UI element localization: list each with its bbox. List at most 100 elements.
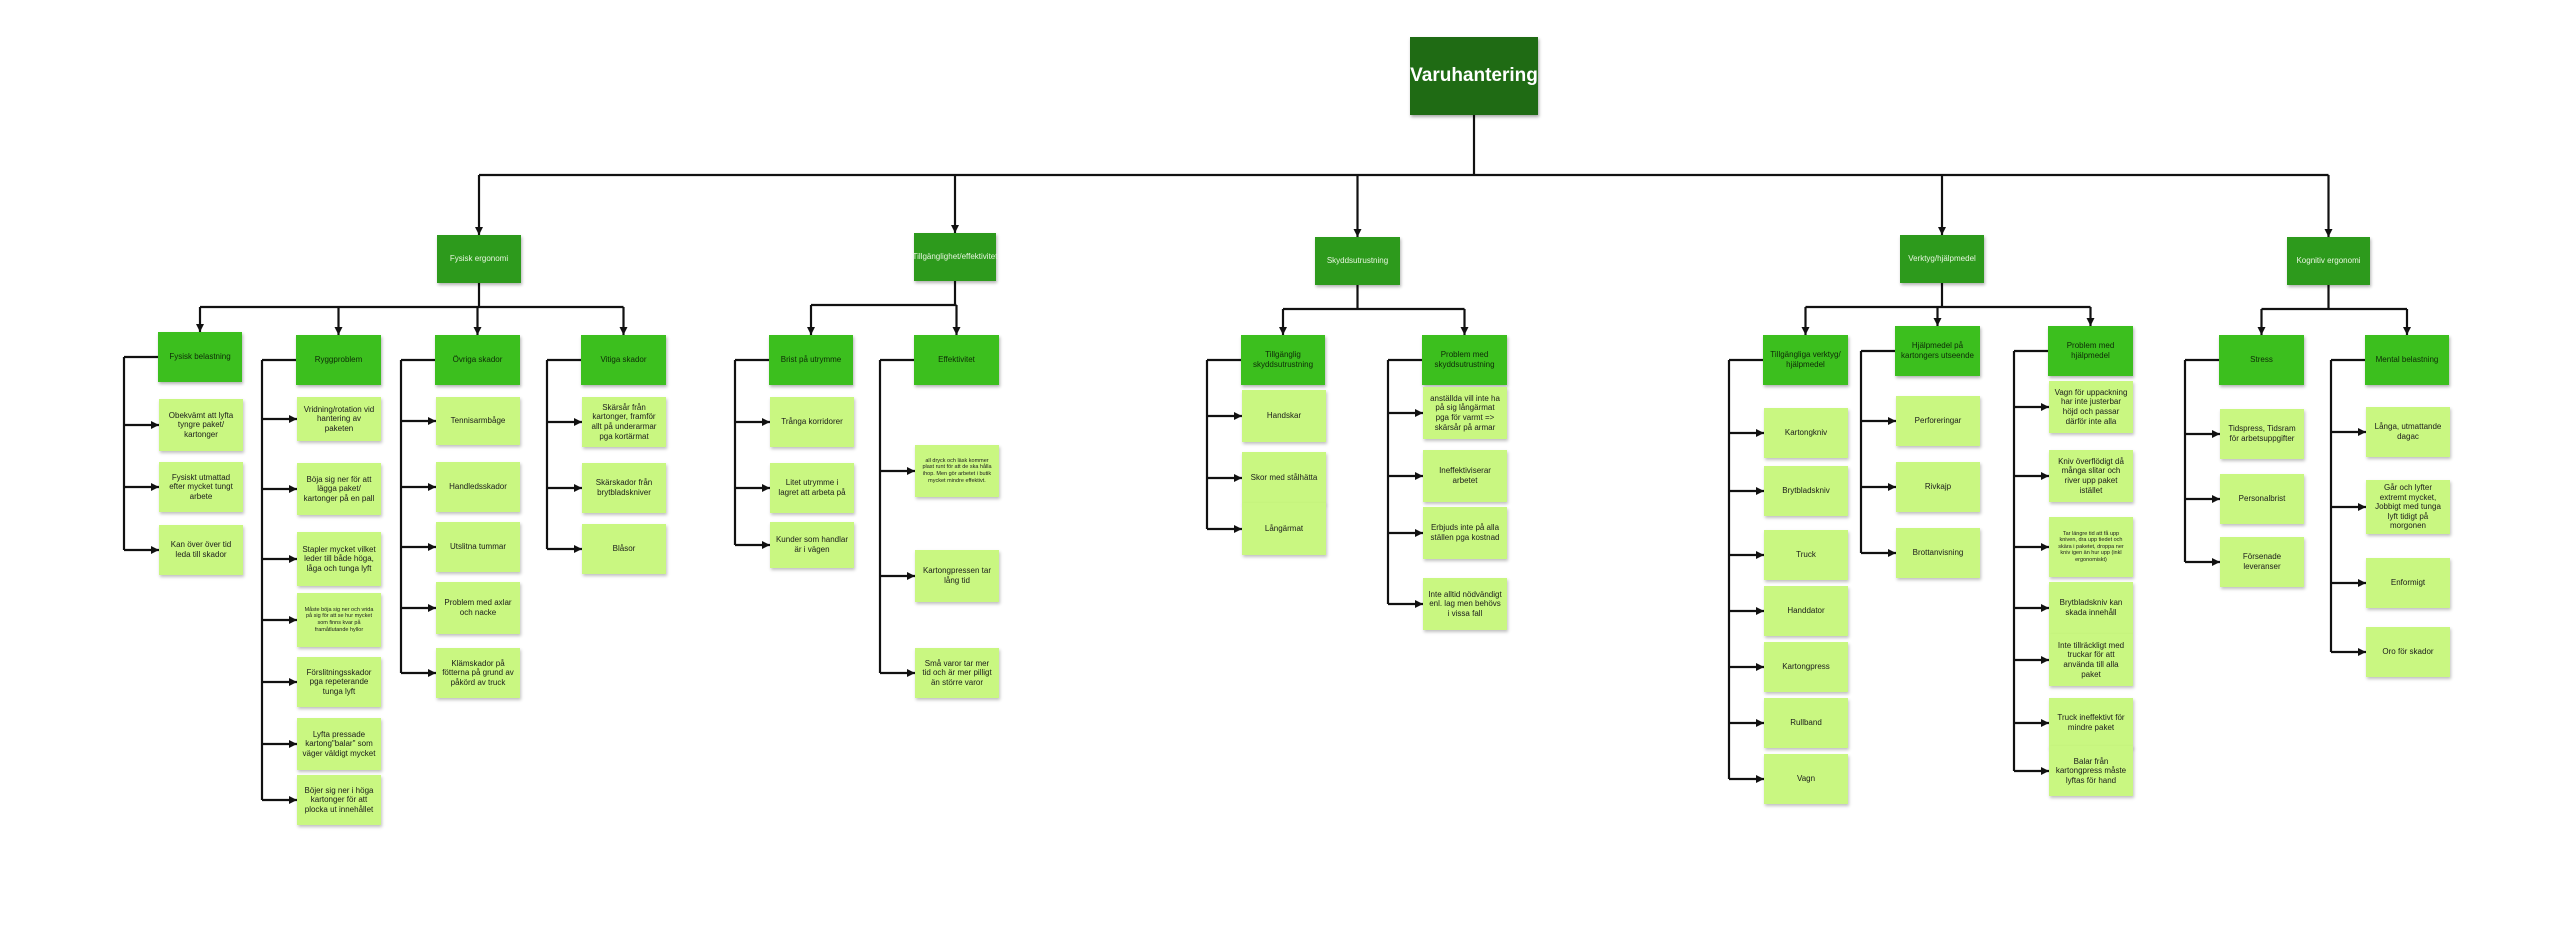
group-ryggproblem: Ryggproblem bbox=[296, 335, 381, 385]
item-tillgangliga-verktyg-hjalpmedel-6: Rullband bbox=[1764, 698, 1848, 748]
item-mental-belastning-2: Går och lyfter extremt mycket, Jobbigt m… bbox=[2366, 480, 2450, 534]
item-brist-pa-utrymme-3: Kunder som handlar är i vägen bbox=[770, 522, 854, 568]
arrow-head bbox=[574, 484, 582, 492]
item-ovriga-skador-4: Problem med axlar och nacke bbox=[436, 582, 520, 634]
group-stress: Stress bbox=[2219, 335, 2304, 385]
group-brist-pa-utrymme: Brist på utrymme bbox=[769, 335, 853, 385]
arrow-head bbox=[762, 418, 770, 426]
group-ovriga-skador: Övriga skador bbox=[435, 335, 520, 385]
item-problem-med-skyddsutrustning-4: Inte alltid nödvändigt enl. lag men behö… bbox=[1423, 578, 1507, 630]
arrow-head bbox=[2358, 503, 2366, 511]
arrow-head bbox=[1756, 551, 1764, 559]
category-fysisk-ergonomi: Fysisk ergonomi bbox=[437, 235, 521, 283]
arrow-head bbox=[1938, 227, 1946, 235]
arrow-head bbox=[473, 327, 482, 335]
item-mental-belastning-4: Oro för skador bbox=[2366, 627, 2450, 677]
arrow-head bbox=[334, 327, 343, 335]
arrow-head bbox=[428, 483, 436, 491]
arrow-head bbox=[289, 740, 297, 748]
item-tillgangliga-verktyg-hjalpmedel-1: Kartongkniv bbox=[1764, 408, 1848, 458]
item-problem-med-hjalpmedel-1: Vagn för uppackning har inte justerbar h… bbox=[2049, 381, 2133, 433]
arrow-head bbox=[907, 669, 915, 677]
arrow-head bbox=[2358, 648, 2366, 656]
item-ryggproblem-4: Måste böja sig ner och vrida på sig för … bbox=[297, 593, 381, 647]
arrow-head bbox=[289, 678, 297, 686]
arrow-head bbox=[2358, 428, 2366, 436]
arrow-head bbox=[1801, 327, 1810, 335]
item-tillganglig-skyddsutrustning-2: Skor med stålhätta bbox=[1242, 452, 1326, 504]
item-fysisk-belastning-2: Fysiskt utmattad efter mycket tungt arbe… bbox=[159, 462, 243, 512]
arrow-head bbox=[2041, 767, 2049, 775]
arrow-head bbox=[428, 669, 436, 677]
arrow-head bbox=[1756, 719, 1764, 727]
arrow-head bbox=[289, 796, 297, 804]
arrow-head bbox=[1279, 327, 1287, 335]
arrow-head bbox=[289, 616, 297, 624]
arrow-head bbox=[2212, 558, 2220, 566]
arrow-head bbox=[475, 227, 483, 235]
arrow-head bbox=[1415, 409, 1423, 417]
item-ovriga-skador-2: Handledsskador bbox=[436, 462, 520, 512]
arrow-head bbox=[2257, 327, 2266, 335]
item-tillgangliga-verktyg-hjalpmedel-5: Kartongpress bbox=[1764, 642, 1848, 692]
item-problem-med-hjalpmedel-2: Kniv överflödigt då många slitar och riv… bbox=[2049, 450, 2133, 502]
arrow-head bbox=[1415, 529, 1423, 537]
arrow-head bbox=[2358, 579, 2366, 587]
arrow-head bbox=[2041, 403, 2049, 411]
arrow-head bbox=[1888, 417, 1896, 425]
item-ovriga-skador-5: Klämskador på fötterna på grund av påkör… bbox=[436, 648, 520, 698]
item-tillgangliga-verktyg-hjalpmedel-4: Handdator bbox=[1764, 586, 1848, 636]
arrow-head bbox=[951, 225, 959, 233]
arrow-head bbox=[289, 555, 297, 563]
category-kognitiv-ergonomi: Kognitiv ergonomi bbox=[2287, 237, 2370, 285]
arrow-head bbox=[952, 327, 961, 335]
item-mental-belastning-1: Långa, utmattande dagac bbox=[2366, 407, 2450, 457]
arrow-head bbox=[289, 415, 297, 423]
item-ryggproblem-3: Stapler mycket vilket leder till både hö… bbox=[297, 532, 381, 586]
arrow-head bbox=[2212, 430, 2220, 438]
item-problem-med-hjalpmedel-7: Balar från kartongpress måste lyftas för… bbox=[2049, 746, 2133, 796]
group-fysisk-belastning: Fysisk belastning bbox=[158, 332, 242, 382]
arrow-head bbox=[574, 418, 582, 426]
arrow-head bbox=[1353, 229, 1362, 237]
arrow-head bbox=[2041, 604, 2049, 612]
arrow-head bbox=[2324, 229, 2333, 237]
arrow-head bbox=[1756, 487, 1764, 495]
arrow-head bbox=[1756, 663, 1764, 671]
arrow-head bbox=[2041, 472, 2049, 480]
item-stress-3: Försenade leveranser bbox=[2220, 537, 2304, 587]
item-mental-belastning-3: Enformigt bbox=[2366, 558, 2450, 608]
item-ryggproblem-6: Lyfta pressade kartong"balar" som väger … bbox=[297, 718, 381, 770]
arrow-head bbox=[1234, 474, 1242, 482]
arrow-head bbox=[196, 324, 204, 332]
arrow-head bbox=[428, 417, 436, 425]
item-hjalpmedel-pa-kartongers-utseende-2: Rivkajp bbox=[1896, 462, 1980, 512]
item-ovriga-skador-1: Tennisarmbåge bbox=[436, 397, 520, 445]
item-effektivitet-3: Små varor tar mer tid och är mer pilligt… bbox=[915, 648, 999, 698]
category-tillganglighet-effektivitet: Tillgänglighet/effektivitet bbox=[913, 233, 997, 281]
arrow-head bbox=[1933, 318, 1942, 326]
group-tillganglig-skyddsutrustning: Tillgänglig skyddsutrustning bbox=[1241, 335, 1325, 385]
arrow-head bbox=[2212, 495, 2220, 503]
item-effektivitet-1: all dryck och läsk kommer plast runt för… bbox=[915, 445, 999, 497]
item-stress-2: Personalbrist bbox=[2220, 474, 2304, 524]
item-brist-pa-utrymme-2: Litet utrymme i lagret att arbeta på bbox=[770, 463, 854, 513]
arrow-head bbox=[1234, 525, 1242, 533]
item-vitiga-skador-1: Skärsår från kartonger, framför allt på … bbox=[582, 397, 666, 447]
arrow-head bbox=[907, 572, 915, 580]
arrow-head bbox=[2403, 327, 2411, 335]
item-problem-med-skyddsutrustning-2: Ineffektiviserar arbetet bbox=[1423, 450, 1507, 502]
category-skyddsutrustning: Skyddsutrustning bbox=[1315, 237, 1400, 285]
item-hjalpmedel-pa-kartongers-utseende-3: Brottanvisning bbox=[1896, 528, 1980, 578]
item-vitiga-skador-3: Blåsor bbox=[582, 524, 666, 574]
arrow-head bbox=[2041, 543, 2049, 551]
group-problem-med-skyddsutrustning: Problem med skyddsutrustning bbox=[1422, 335, 1507, 385]
arrow-head bbox=[151, 421, 159, 429]
arrow-head bbox=[428, 604, 436, 612]
arrow-head bbox=[1415, 600, 1423, 608]
item-problem-med-hjalpmedel-5: Inte tillräckligt med truckar för att an… bbox=[2049, 634, 2133, 686]
item-problem-med-hjalpmedel-4: Brytbladskniv kan skada innehåll bbox=[2049, 582, 2133, 634]
arrow-head bbox=[428, 543, 436, 551]
